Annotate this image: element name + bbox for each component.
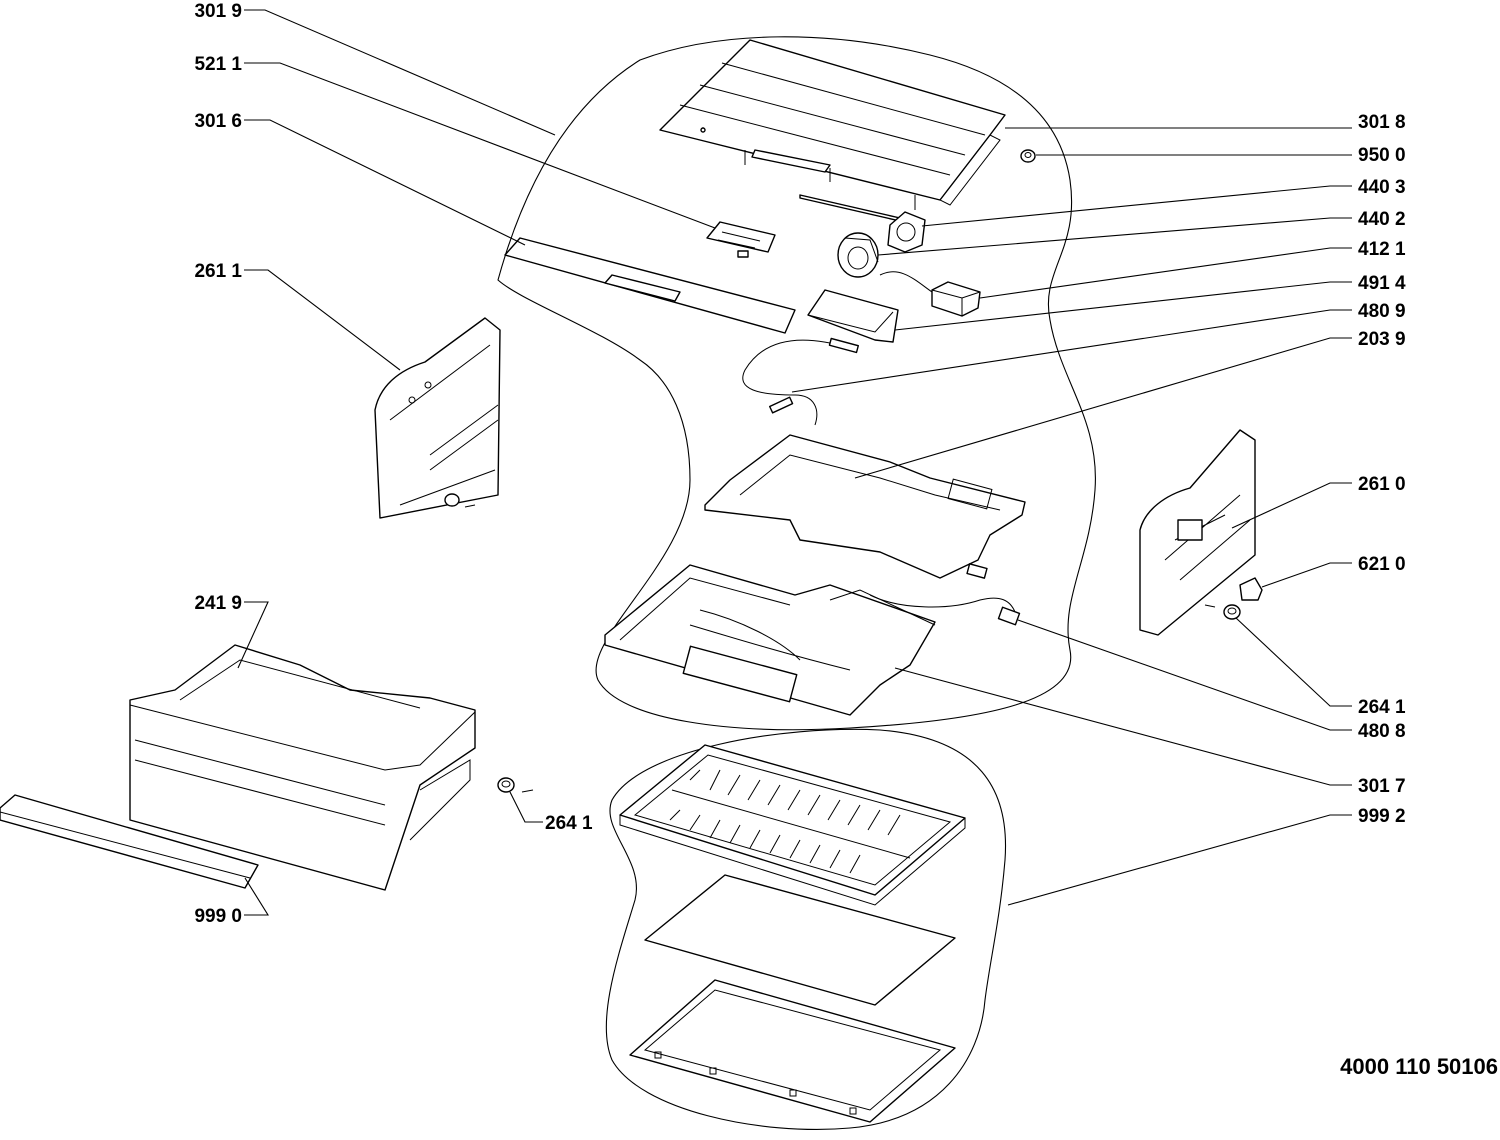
drawer-part: [129, 644, 476, 891]
callout-241-9: 241 9: [194, 593, 242, 614]
rod-part: [799, 194, 901, 222]
sensor-cable-part: [742, 337, 859, 426]
callout-264-1-right: 264 1: [1358, 697, 1406, 718]
callout-412-1: 412 1: [1358, 239, 1406, 260]
shelf-frame-part: [629, 979, 956, 1123]
callout-203-9: 203 9: [1358, 329, 1406, 350]
fan-part: [887, 211, 926, 253]
callout-491-4: 491 4: [1358, 273, 1406, 294]
callout-999-2: 999 2: [1358, 806, 1406, 827]
callout-301-8: 301 8: [1358, 112, 1406, 133]
shelf-assembly-group-outline: [605, 728, 1007, 1130]
callout-621-0: 621 0: [1358, 554, 1406, 575]
tray-box-part: [807, 289, 899, 343]
connector-part: [869, 563, 1021, 626]
callout-521-1: 521 1: [194, 54, 242, 75]
leader-lines: [237, 9, 1352, 916]
glass-plate-part: [644, 874, 956, 1006]
callout-440-3: 440 3: [1358, 177, 1406, 198]
trim-strip-part: [0, 794, 259, 889]
callout-999-0: 999 0: [194, 906, 242, 927]
callout-301-9: 301 9: [194, 1, 242, 22]
switch-part: [1239, 577, 1263, 601]
callout-301-7: 301 7: [1358, 776, 1406, 797]
callout-301-6: 301 6: [194, 111, 242, 132]
drawing-code: 4000 110 50106: [1340, 1054, 1498, 1079]
callout-264-1-left: 264 1: [545, 813, 593, 834]
callout-950-0: 950 0: [1358, 145, 1406, 166]
top-cover-part: [659, 39, 1006, 210]
bottom-housing-part: [604, 564, 936, 716]
callout-480-9: 480 9: [1358, 301, 1406, 322]
callout-261-1: 261 1: [194, 261, 242, 282]
roller-part: [1204, 604, 1241, 620]
callout-261-0: 261 0: [1358, 474, 1406, 495]
right-side-panel-part: [1139, 429, 1256, 636]
evaporator-plate-part: [704, 434, 1026, 579]
small-cap-part: [1020, 149, 1036, 163]
shelf-grille-part: [619, 744, 966, 906]
fan-housing-part: [837, 232, 879, 278]
callout-440-2: 440 2: [1358, 209, 1406, 230]
upper-assembly-group-outline: [497, 36, 1096, 731]
callout-480-8: 480 8: [1358, 721, 1406, 742]
display-strip-part: [504, 237, 796, 334]
control-board-part: [706, 221, 776, 258]
sensor-box-part: [879, 271, 981, 317]
left-side-panel-part: [374, 317, 501, 519]
roller-left-part: [497, 777, 534, 793]
